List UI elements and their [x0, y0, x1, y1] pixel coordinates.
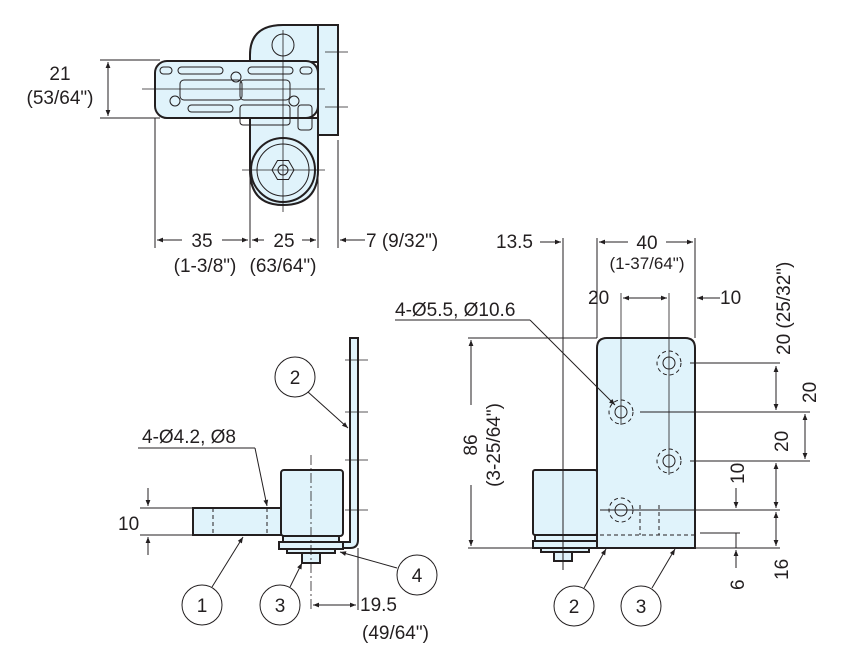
dim-35: 35: [191, 231, 212, 252]
dim-hole-edge: 10: [720, 288, 741, 309]
top-knuckle: [249, 24, 319, 63]
callout-2-label: 2: [290, 368, 301, 389]
dim-19-5-in: (49/64"): [362, 623, 429, 644]
front-view: 13.5 40 (1-37/64") 20 10 4-Ø5.5, Ø10.6 8…: [395, 232, 821, 627]
dim-25-in: (63/64"): [250, 256, 317, 277]
callout-3-label: 3: [275, 596, 286, 617]
callout-4: [396, 554, 438, 596]
dim-height-in: (53/64"): [27, 88, 94, 109]
top-mounting-plate: [154, 60, 319, 119]
dim-86: 86: [461, 434, 482, 455]
plate-hole: [230, 71, 242, 83]
top-view: 21 (53/64") 35 25 7 (9/32") (1-3/8") (63…: [27, 24, 438, 277]
dim-40-in: (1-37/64"): [609, 254, 684, 273]
dim-top: 20 (25/32"): [774, 262, 795, 355]
plate-hole: [288, 95, 300, 107]
side-roller: [280, 469, 344, 537]
callout-3: [620, 585, 662, 627]
callout-4-label: 4: [412, 566, 423, 587]
front-plate: [596, 337, 696, 549]
side-tab: [192, 507, 284, 536]
callout-1-label: 1: [197, 596, 208, 617]
top-flange: [317, 24, 339, 136]
side-hole-note: 4-Ø4.2, Ø8: [142, 427, 236, 448]
front-hole-note: 4-Ø5.5, Ø10.6: [395, 300, 515, 321]
dim-6: 6: [728, 579, 749, 590]
dim-10: 10: [118, 514, 139, 535]
dim-pitch-a: 20: [800, 382, 821, 403]
callout-2: [553, 585, 595, 627]
plate-hole: [169, 95, 181, 107]
front-roller: [532, 469, 598, 536]
dim-19-5: 19.5: [360, 595, 397, 616]
callout-2: [274, 356, 316, 398]
dim-height: 21: [49, 64, 70, 85]
plate-slots: [159, 66, 313, 131]
dim-10-bottom: 10: [728, 463, 749, 484]
callout-3-label: 3: [636, 597, 647, 618]
dim-13-5: 13.5: [496, 232, 533, 253]
dim-7: 7 (9/32"): [366, 231, 438, 252]
dim-25: 25: [273, 231, 294, 252]
dim-pitch-b: 20: [772, 431, 793, 452]
dim-hole-x: 20: [588, 288, 609, 309]
dim-35-in: (1-3/8"): [174, 256, 237, 277]
dim-16: 16: [772, 559, 793, 580]
dim-86-in: (3-25/64"): [484, 403, 505, 487]
dim-40: 40: [636, 233, 657, 254]
callout-2-label: 2: [569, 597, 580, 618]
callout-3: [259, 584, 301, 626]
callout-1: [181, 584, 223, 626]
side-view: 10 4-Ø4.2, Ø8 19.5 (49/64") 2 1 3 4: [118, 337, 438, 644]
